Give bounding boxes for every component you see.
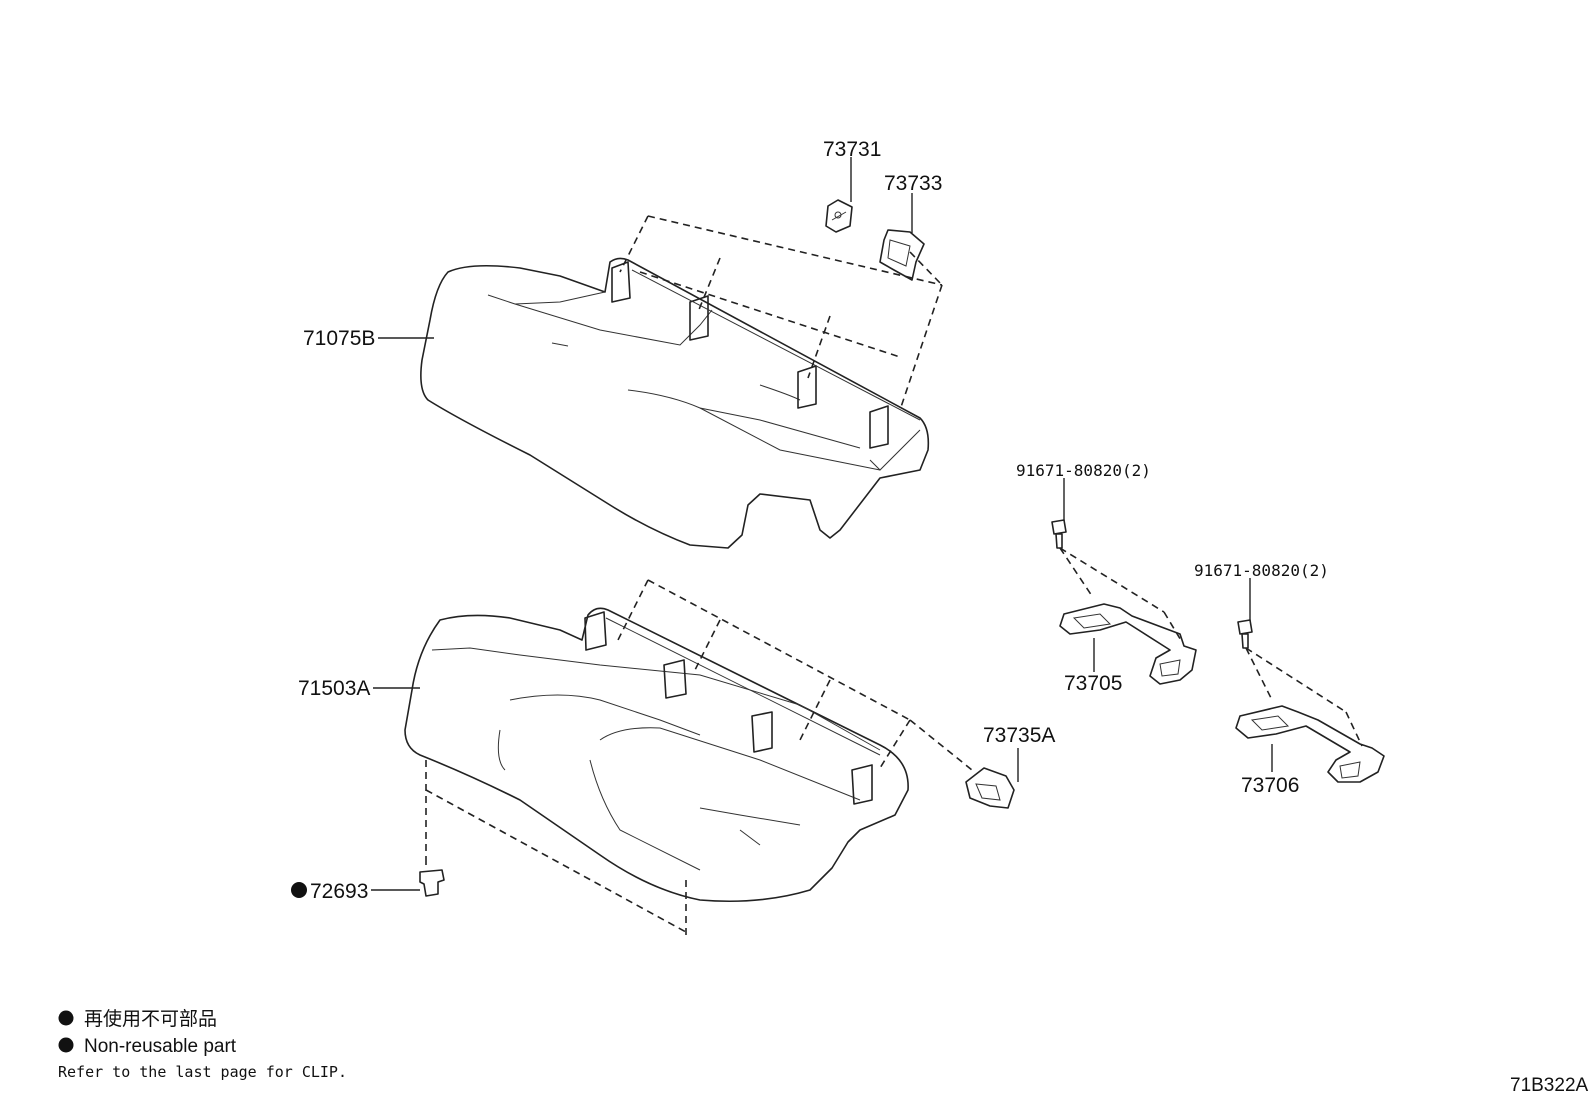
label-91671-lower: 91671-80820(2) [1194,561,1329,580]
bolt-91671-upper [1051,519,1067,549]
label-91671-upper: 91671-80820(2) [1016,461,1151,480]
seat-hook-73705 [1059,603,1197,685]
clip-73733 [879,229,925,281]
seat-cushion-cover-71503a [404,607,909,903]
legend-en-label: Non-reusable part [84,1036,237,1057]
label-73705: 73705 [1064,672,1122,695]
bolt-91671-lower [1237,619,1253,649]
label-73731: 73731 [823,138,881,161]
legend-jp-label: 再使用不可部品 [84,1008,217,1030]
label-73733: 73733 [884,172,942,195]
seatback-dashed-guides [619,215,943,411]
label-73735a: 73735A [983,724,1055,747]
illustration-id: 71B322A [1510,1075,1589,1096]
label-73706: 73706 [1241,774,1299,797]
label-71075b: 71075B [303,327,375,350]
label-71503a: 71503A [298,677,370,700]
clip-73731 [825,199,853,233]
leader-lines [371,157,1273,891]
label-72693: 72693 [310,880,368,903]
legend-bullet-en [58,1037,74,1053]
non-reusable-marker [291,882,307,898]
clip-reference-note: Refer to the last page for CLIP. [58,1063,347,1081]
legend: 再使用不可部品 Non-reusable part Refer to the l… [58,1008,347,1081]
legend-bullet-jp [58,1010,74,1026]
hook-dashed-guides [1059,547,1363,747]
seat-hook-73706 [1235,705,1385,783]
cushion-dashed-guides [425,579,973,940]
clip-73735a [965,767,1015,809]
clip-72693 [419,869,445,897]
seatback-cover-71075b [420,257,930,549]
